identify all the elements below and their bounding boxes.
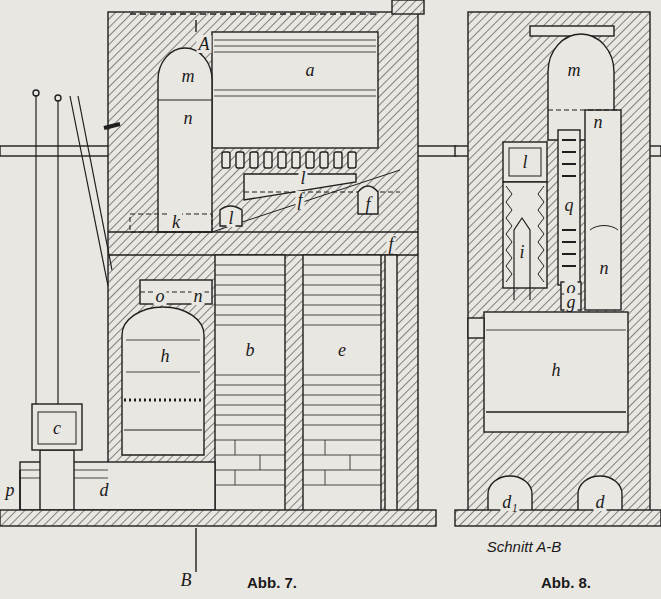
part-letter: m — [180, 67, 197, 85]
part-letter: a — [304, 61, 317, 79]
section-caption: Schnitt A-B — [485, 539, 563, 554]
part-letter: k — [170, 213, 182, 231]
part-letter: g — [565, 293, 578, 311]
section-mark: A — [197, 35, 212, 53]
figure-caption: Abb. 8. — [539, 575, 593, 590]
part-letter: p — [4, 481, 17, 499]
part-letter: b — [244, 341, 257, 359]
part-letter: d — [98, 481, 111, 499]
part-letter: e — [336, 341, 348, 359]
part-letter: i — [517, 243, 526, 261]
part-letter: n — [592, 113, 605, 131]
part-letter: c — [51, 419, 63, 437]
part-letter: f — [363, 195, 372, 213]
part-letter: h — [550, 361, 563, 379]
part-letter: d — [594, 493, 607, 511]
part-letter: n — [182, 109, 195, 127]
part-letter: q — [563, 196, 576, 214]
part-letter: l — [520, 153, 529, 171]
part-letter: n — [192, 287, 205, 305]
part-letter: d₁ — [500, 493, 519, 511]
part-letter: f — [295, 191, 304, 209]
part-letter: o — [154, 287, 167, 305]
part-letter: n — [598, 259, 611, 277]
part-letter: l — [226, 209, 235, 227]
part-letter: h — [159, 347, 172, 365]
section-mark: B — [179, 571, 194, 589]
figure-caption: Abb. 7. — [245, 575, 299, 590]
part-letter: l — [298, 169, 307, 187]
part-letter: f — [386, 235, 395, 253]
part-letter: m — [566, 61, 583, 79]
